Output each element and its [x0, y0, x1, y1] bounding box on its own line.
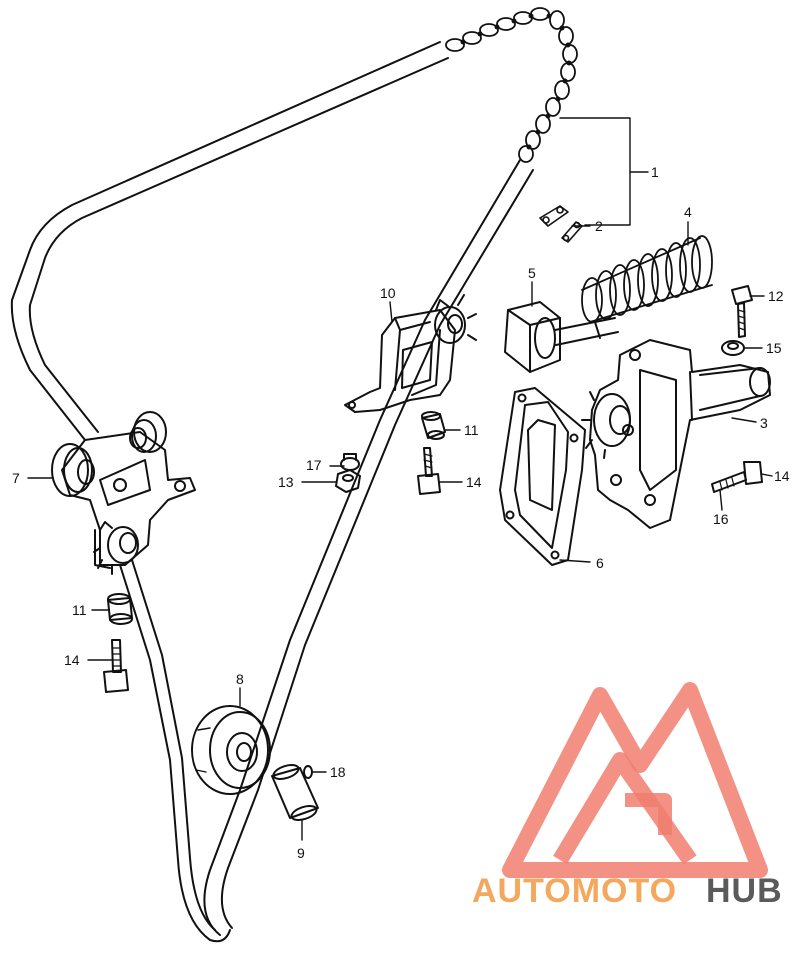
- callout-12: 12: [768, 288, 784, 304]
- washer-17: [340, 453, 360, 471]
- callout-6: 6: [596, 555, 604, 571]
- chain-joint: [539, 205, 583, 243]
- callout-2: 2: [595, 218, 603, 234]
- leader-lines: [27, 117, 773, 841]
- callout-18: 18: [330, 764, 346, 780]
- callout-14-right: 14: [774, 468, 790, 484]
- guide-roller-assembly: [51, 411, 196, 575]
- callout-7: 7: [12, 470, 20, 486]
- nut: [335, 469, 361, 493]
- callout-17: 17: [306, 457, 322, 473]
- spring: [581, 235, 713, 323]
- chain-links: [445, 7, 578, 163]
- watermark-logo: AUTOMOTO HUB: [472, 682, 783, 910]
- callout-14-center: 14: [466, 474, 482, 490]
- callout-5: 5: [528, 265, 536, 281]
- bolt-16: [711, 461, 763, 493]
- callout-16: 16: [713, 511, 729, 527]
- callout-13: 13: [278, 474, 294, 490]
- bolt-left: [103, 639, 129, 693]
- callout-11-left: 11: [72, 602, 87, 618]
- callout-14-left: 14: [64, 652, 80, 668]
- gasket: [499, 387, 586, 566]
- callout-15: 15: [766, 340, 782, 356]
- tensioner-plunger: [504, 301, 619, 373]
- callout-9: 9: [297, 845, 305, 861]
- drive-chain: [10, 41, 534, 943]
- callout-4: 4: [684, 204, 692, 220]
- collar-left: [107, 593, 133, 625]
- callout-labels: 1 2 3 4 5 6 7 8 9 10 11 11 12 13 14 14 1…: [12, 164, 790, 861]
- callout-8: 8: [236, 671, 244, 687]
- callout-3: 3: [760, 415, 768, 431]
- logo-mark-icon: [502, 682, 768, 878]
- watermark-brand-part1: AUTOMOTO: [472, 872, 677, 910]
- callout-1: 1: [651, 164, 659, 180]
- callout-10: 10: [380, 285, 396, 301]
- tensioner-body: [581, 339, 771, 529]
- watermark-brand-part2: HUB: [706, 872, 783, 910]
- bolt-top: [731, 285, 753, 338]
- bolt-center: [417, 447, 441, 495]
- collar-upper: [421, 411, 446, 440]
- callout-11-upper: 11: [464, 422, 479, 438]
- chain-guide: [344, 294, 477, 413]
- lower-roller: [191, 705, 271, 795]
- roller-pin: [271, 764, 319, 821]
- clip: [303, 765, 313, 779]
- washer-15: [721, 340, 745, 356]
